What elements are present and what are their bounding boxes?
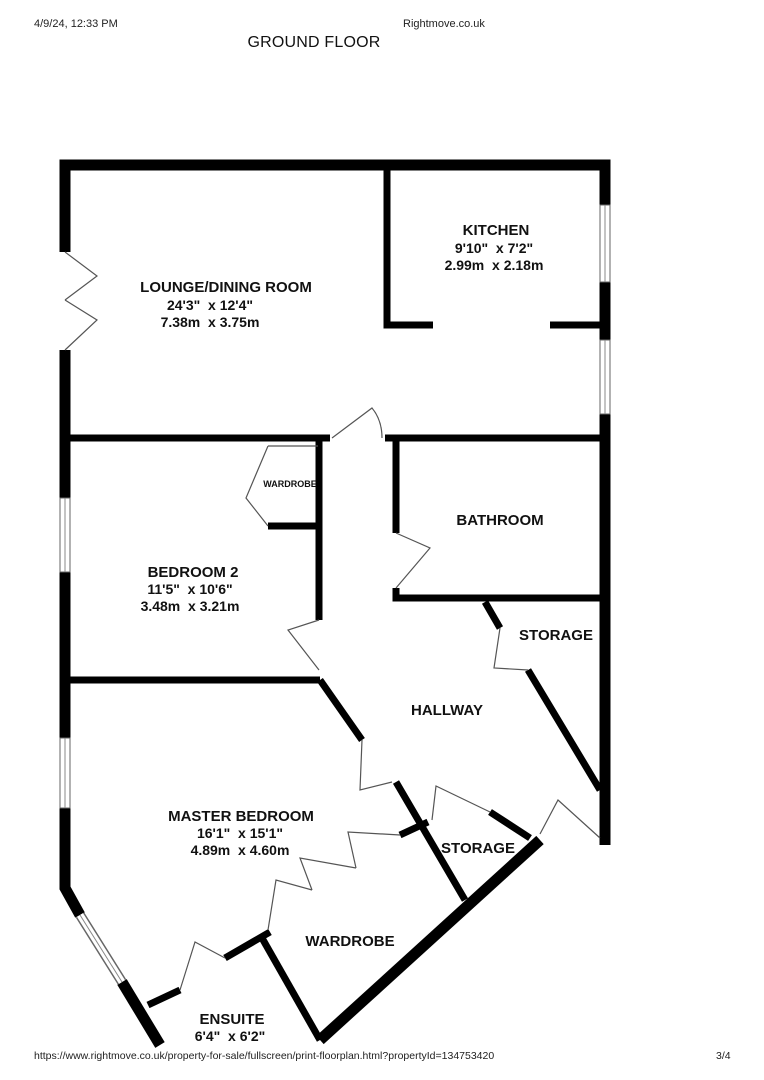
patio-door-top (64, 251, 98, 301)
patio-door-bottom (64, 299, 98, 351)
interior-walls (65, 165, 605, 1042)
page-url: https://www.rightmove.co.uk/property-for… (34, 1050, 495, 1062)
site-name: Rightmove.co.uk (403, 18, 485, 30)
wardrobe-door-1 (347, 831, 401, 869)
windows (59, 204, 611, 985)
storage1-name: STORAGE (519, 627, 593, 644)
lounge-imperial: 24'3" x 12'4" (167, 297, 253, 313)
doors (64, 251, 601, 991)
lounge-name: LOUNGE/DINING ROOM (140, 279, 312, 296)
bathroom-name: BATHROOM (456, 512, 543, 529)
master-door (359, 739, 393, 791)
lounge-metric: 7.38m x 3.75m (161, 314, 260, 330)
floor-title: GROUND FLOOR (247, 34, 381, 51)
kitchen-imperial: 9'10" x 7'2" (455, 240, 533, 256)
print-datetime: 4/9/24, 12:33 PM (34, 18, 118, 30)
kitchen-name: KITCHEN (463, 222, 530, 239)
room-labels: LOUNGE/DINING ROOM 24'3" x 12'4" 7.38m x… (140, 222, 593, 1044)
bedroom2-door (287, 619, 320, 671)
storage2-name: STORAGE (441, 840, 515, 857)
wardrobe-door-3 (267, 879, 313, 931)
hallway-name: HALLWAY (411, 702, 483, 719)
storage2-door (431, 785, 491, 821)
lounge-door (331, 407, 383, 439)
storage1-door (493, 627, 529, 671)
entrance-door (539, 799, 601, 839)
ensuite-door (179, 941, 226, 991)
master-name: MASTER BEDROOM (168, 808, 314, 825)
bedroom2-metric: 3.48m x 3.21m (141, 598, 240, 614)
outer-walls (59, 159, 611, 1048)
wardrobe-door-a (245, 445, 269, 527)
page-number: 3/4 (716, 1050, 731, 1062)
ensuite-name: ENSUITE (199, 1011, 264, 1028)
master-metric: 4.89m x 4.60m (191, 842, 290, 858)
wardrobe-door-2 (299, 857, 357, 891)
kitchen-metric: 2.99m x 2.18m (445, 257, 544, 273)
wardrobe-small-name: WARDROBE (263, 479, 317, 489)
ensuite-imperial: 6'4" x 6'2" (195, 1028, 266, 1044)
master-imperial: 16'1" x 15'1" (197, 825, 283, 841)
bedroom2-imperial: 11'5" x 10'6" (147, 581, 232, 597)
wardrobe-large-name: WARDROBE (305, 933, 394, 950)
bedroom2-name: BEDROOM 2 (148, 564, 239, 581)
bathroom-door (395, 532, 431, 589)
